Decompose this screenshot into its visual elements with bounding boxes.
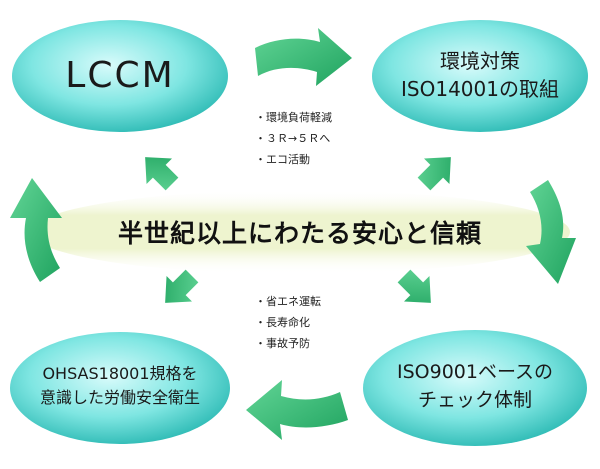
- node-iso14001-line-2: ISO14001の取組: [401, 77, 559, 101]
- bullet-item: ・３Ｒ→５Ｒへ: [255, 132, 331, 145]
- ellipse-ohsas: [10, 332, 230, 444]
- cycle-arrow-left-icon: [10, 178, 62, 282]
- small-arrow-down-left-icon: [165, 269, 199, 303]
- node-ohsas-line-1: OHSAS18001規格を: [42, 364, 198, 383]
- node-iso9001-line-1: ISO9001ベースの: [396, 361, 554, 383]
- small-arrow-down-right-icon: [397, 269, 431, 303]
- bullet-list-bottom: ・省エネ運転 ・長寿命化 ・事故予防: [255, 291, 321, 354]
- small-arrow-up-left-icon: [145, 157, 179, 191]
- ellipse-iso14001: [372, 20, 588, 132]
- center-band: [30, 190, 570, 274]
- bullet-item: ・環境負荷軽減: [255, 111, 332, 124]
- node-iso9001: ISO9001ベースの チェック体制: [360, 346, 590, 426]
- ellipse-iso9001: [363, 330, 587, 446]
- node-ohsas: OHSAS18001規格を 意識した労働安全衛生: [10, 346, 230, 426]
- bullet-item: ・省エネ運転: [255, 295, 321, 308]
- bullet-list-top: ・環境負荷軽減 ・３Ｒ→５Ｒへ ・エコ活動: [255, 107, 332, 170]
- node-iso14001: 環境対策 ISO14001の取組: [380, 35, 580, 115]
- bullet-item: ・事故予防: [255, 337, 310, 350]
- ellipse-lccm: [12, 20, 228, 132]
- small-arrow-up-right-icon: [417, 157, 451, 191]
- node-lccm: LCCM: [20, 35, 220, 115]
- node-ohsas-line-2: 意識した労働安全衛生: [39, 388, 200, 407]
- node-lccm-line-1: LCCM: [65, 54, 175, 96]
- cycle-arrow-right-icon: [526, 180, 576, 284]
- node-iso14001-line-1: 環境対策: [440, 49, 520, 73]
- cycle-arrow-top-icon: [255, 28, 352, 86]
- bullet-item: ・エコ活動: [255, 153, 310, 166]
- bullet-item: ・長寿命化: [255, 316, 310, 329]
- center-title: 半世紀以上にわたる安心と信頼: [117, 219, 482, 248]
- node-iso9001-line-2: チェック体制: [417, 389, 532, 411]
- cycle-arrow-bottom-icon: [246, 380, 348, 440]
